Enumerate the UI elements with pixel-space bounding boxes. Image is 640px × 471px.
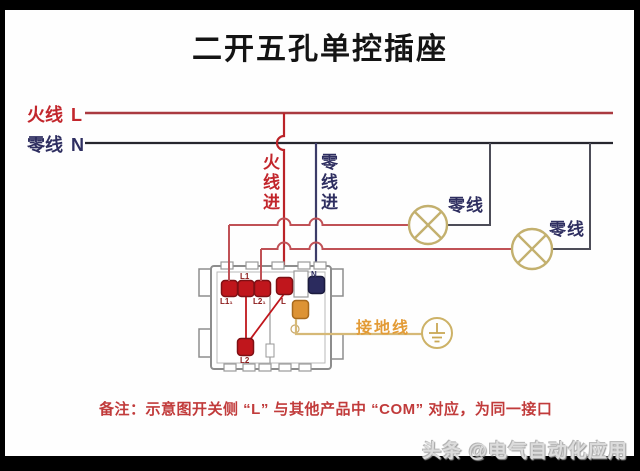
terminal-label-l: L (281, 297, 286, 306)
terminal-n (307, 275, 326, 295)
lamp1-neutral-label: 零线 (448, 196, 484, 215)
socket-top-tabs (220, 261, 327, 270)
ground-wire (294, 319, 422, 336)
live-symbol: L (71, 105, 82, 125)
lamp2-neutral-wire (552, 143, 591, 250)
socket-slot (293, 270, 309, 298)
terminal-l11 (220, 279, 239, 298)
terminal-group (220, 275, 326, 357)
terminal-label-n: N (311, 270, 317, 279)
terminal-ground (291, 299, 310, 320)
ground-wire-label: 接地线 (356, 320, 411, 337)
divider-clip (265, 343, 275, 358)
neutral-in-label: 零线进 (318, 153, 337, 213)
terminal-l2 (236, 337, 255, 357)
terminal-label-l2: L2 (240, 356, 250, 365)
terminal-label-l11: L1₁ (220, 297, 233, 306)
neutral-symbol: N (71, 135, 84, 155)
terminal-label-l21: L2₁ (253, 297, 266, 306)
footnote: 备注：示意图开关侧 “L” 与其他产品中 “COM” 对应，为同一接口 (99, 401, 553, 418)
watermark: 头条 @电气自动化应用 (422, 441, 628, 462)
lamp2-symbol (510, 227, 554, 271)
lamp1-symbol (407, 204, 449, 246)
neutral-label-text: 零线 (27, 135, 63, 155)
earth-symbol-icon (421, 317, 453, 349)
live-in-label: 火线进 (260, 153, 279, 213)
lamp1-neutral-wire (447, 143, 491, 226)
page-title: 二开五孔单控插座 (192, 33, 448, 66)
lamp2-feed-wire (260, 241, 512, 281)
live-in-wire (275, 113, 286, 279)
neutral-bus-label: 零线 N (27, 131, 84, 157)
live-bus-label: 火线 L (27, 101, 82, 127)
socket-inner-outline (216, 271, 326, 364)
terminal-l21 (253, 279, 272, 298)
white-canvas (5, 10, 634, 456)
lamp2-neutral-label: 零线 (549, 220, 585, 239)
strap-l-to-l2 (248, 293, 285, 342)
live-label-text: 火线 (27, 105, 63, 125)
lamp1-feed-wire (228, 217, 409, 281)
terminal-l (275, 276, 294, 296)
terminal-label-l1: L1 (240, 272, 250, 281)
socket-bottom-tabs (223, 363, 312, 372)
terminal-l1 (237, 279, 255, 298)
